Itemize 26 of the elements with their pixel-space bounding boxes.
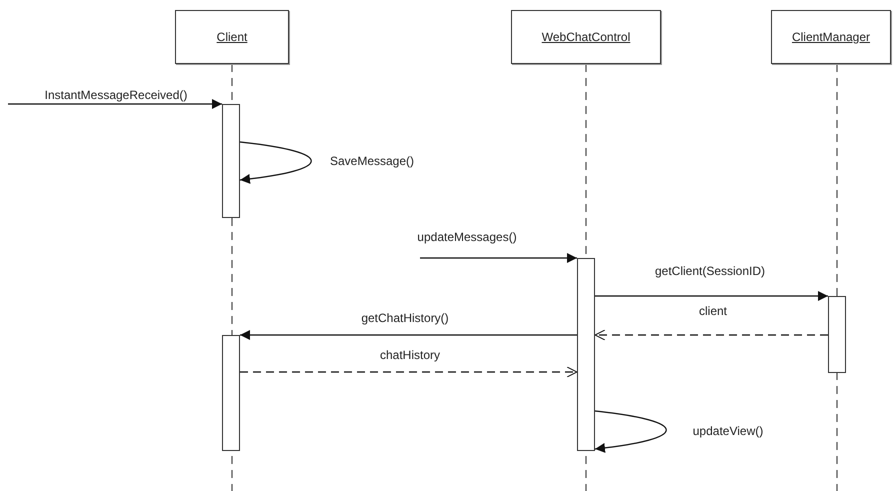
message-arrow — [420, 253, 577, 263]
object-name: ClientManager — [792, 30, 870, 44]
return-message-arrow — [594, 330, 828, 340]
message-label: getClient(SessionID) — [652, 264, 768, 278]
message-label: chatHistory — [378, 348, 442, 362]
message-arrow — [595, 291, 828, 301]
object-box — [511, 10, 661, 64]
message-label: updateMessages() — [415, 230, 519, 244]
message-label: updateView() — [690, 424, 766, 438]
activation-bar — [577, 258, 595, 451]
activation-bar — [222, 335, 240, 451]
object-name: WebChatControl — [542, 30, 630, 44]
message-label: SaveMessage() — [328, 154, 416, 168]
object-box — [175, 10, 289, 64]
object-box — [771, 10, 891, 64]
message-label: getChatHistory() — [359, 311, 451, 325]
message-label: InstantMessageReceived() — [42, 88, 190, 102]
message-arrow — [8, 99, 222, 109]
return-message-arrow — [240, 366, 578, 378]
activation-bar — [828, 296, 846, 373]
message-label: client — [697, 304, 729, 318]
object-name: Client — [216, 30, 248, 44]
self-message-arrow — [594, 410, 666, 453]
activation-bar — [222, 104, 240, 218]
message-arrow — [240, 330, 577, 340]
self-message-arrow — [240, 141, 312, 184]
